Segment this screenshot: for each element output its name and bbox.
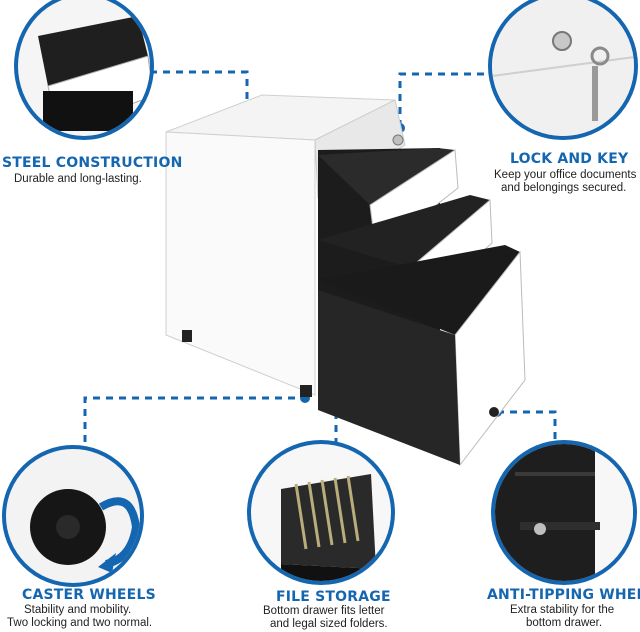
casters-desc-line-2: Two locking and two normal. xyxy=(7,617,153,629)
steel-detail-image xyxy=(14,0,154,140)
files-desc-line-1: Bottom drawer fits letter xyxy=(263,605,385,617)
connector-lock xyxy=(398,72,497,128)
steel-title: STEEL CONSTRUCTION xyxy=(2,155,183,171)
antitip-desc-line-1: Extra stability for the xyxy=(510,604,615,616)
steel-desc-line-1: Durable and long-lasting. xyxy=(14,173,142,185)
files-desc-line-2: and legal sized folders. xyxy=(270,618,388,630)
lock-desc-line-1: Keep your office documents xyxy=(494,169,637,181)
files-detail-image xyxy=(247,440,395,585)
casters-desc-line-1: Stability and mobility. xyxy=(24,604,132,616)
lock-desc-line-2: and belongings secured. xyxy=(501,182,627,194)
connector-antitip xyxy=(497,410,557,445)
connector-casters xyxy=(83,396,305,455)
casters-title: CASTER WHEELS xyxy=(22,587,156,603)
casters-detail-image xyxy=(2,445,144,587)
lock-detail-image xyxy=(488,0,638,140)
antitip-title: ANTI-TIPPING WHEEL xyxy=(487,587,640,603)
files-title: FILE STORAGE xyxy=(276,589,391,605)
lock-title: LOCK AND KEY xyxy=(510,151,629,167)
antitip-detail-image xyxy=(491,440,637,585)
antitip-desc-line-2: bottom drawer. xyxy=(526,617,603,629)
cabinet-body xyxy=(165,94,526,467)
